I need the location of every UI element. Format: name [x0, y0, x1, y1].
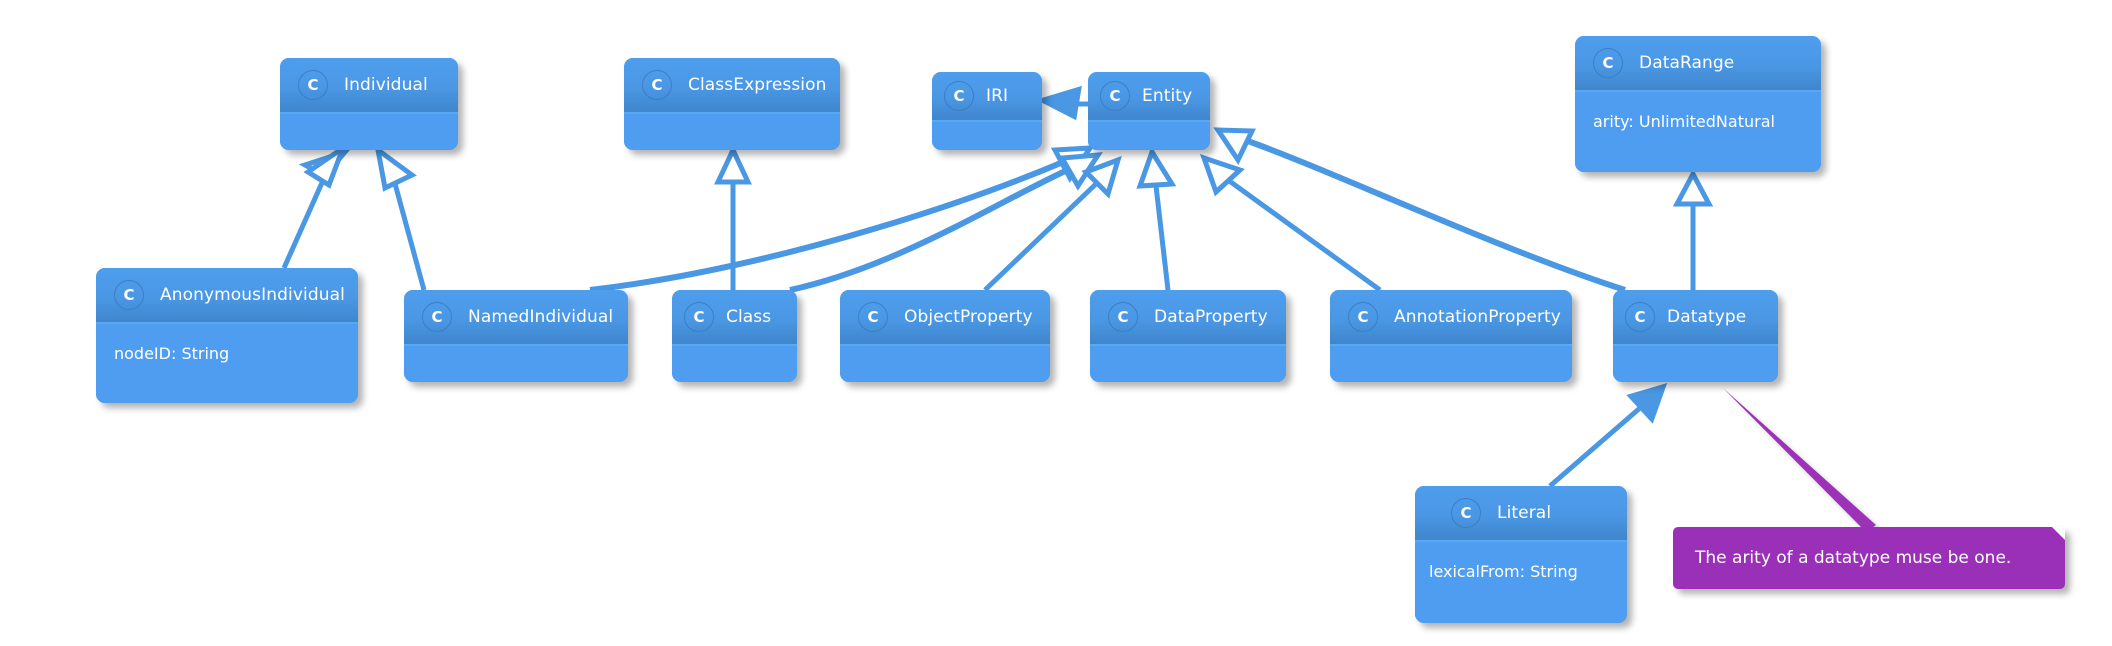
class-attribute: lexicalFrom: String	[1429, 562, 1578, 581]
edge-datatype-datarange[interactable]	[1672, 168, 1714, 290]
class-header: C Class	[672, 290, 797, 346]
class-box-annotationproperty[interactable]: C AnnotationProperty	[1330, 290, 1572, 382]
class-header: C Literal	[1415, 486, 1627, 542]
edge-annotationproperty-entity[interactable]	[1199, 154, 1382, 293]
edge-datatype-entity[interactable]	[1213, 127, 1626, 293]
edge-class-classexpression[interactable]	[714, 144, 752, 290]
class-name-label: NamedIndividual	[468, 307, 614, 327]
class-stereotype-icon: C	[114, 280, 144, 310]
class-box-literal[interactable]: C Literal lexicalFrom: String	[1415, 486, 1627, 623]
class-name-label: DataRange	[1639, 53, 1735, 73]
class-stereotype-icon: C	[1108, 302, 1138, 332]
edge-dataproperty-entity[interactable]	[1136, 146, 1177, 291]
class-header: C AnnotationProperty	[1330, 290, 1572, 346]
class-attributes-compartment	[840, 346, 1050, 382]
class-attributes-compartment	[1613, 346, 1778, 382]
class-header: C DataProperty	[1090, 290, 1286, 346]
class-box-individual[interactable]: C Individual	[280, 58, 458, 150]
class-box-classexpression[interactable]: C ClassExpression	[624, 58, 840, 150]
class-attribute: arity: UnlimitedNatural	[1593, 112, 1775, 131]
class-header: C ObjectProperty	[840, 290, 1050, 346]
class-box-class[interactable]: C Class	[672, 290, 797, 382]
class-box-datarange[interactable]: C DataRange arity: UnlimitedNatural	[1575, 36, 1821, 172]
edge-namedindividual-entity[interactable]	[589, 145, 1095, 293]
class-stereotype-icon: C	[684, 302, 714, 332]
note-fold-corner	[2052, 527, 2065, 540]
class-stereotype-icon: C	[298, 70, 328, 100]
class-attributes-compartment	[1090, 346, 1286, 382]
class-header: C IRI	[932, 72, 1042, 122]
edge-namedindividual-individual[interactable]	[374, 144, 427, 291]
edge-entity-iri[interactable]	[1036, 85, 1088, 121]
class-header: C DataRange	[1575, 36, 1821, 92]
class-stereotype-icon: C	[1451, 498, 1481, 528]
class-name-label: AnonymousIndividual	[160, 285, 345, 305]
class-name-label: IRI	[986, 86, 1009, 106]
class-header: C Datatype	[1613, 290, 1778, 346]
note-text: The arity of a datatype muse be one.	[1695, 548, 2012, 568]
class-box-dataproperty[interactable]: C DataProperty	[1090, 290, 1286, 382]
class-attributes-compartment: nodeID: String	[96, 324, 358, 403]
class-stereotype-icon: C	[1593, 48, 1623, 78]
class-name-label: Individual	[344, 75, 428, 95]
class-name-label: ClassExpression	[688, 75, 827, 95]
class-stereotype-icon: C	[1100, 81, 1130, 111]
class-stereotype-icon: C	[944, 81, 974, 111]
class-attributes-compartment	[672, 346, 797, 382]
class-name-label: Entity	[1142, 86, 1193, 106]
class-box-namedindividual[interactable]: C NamedIndividual	[404, 290, 628, 382]
class-box-anonymousindividual[interactable]: C AnonymousIndividual nodeID: String	[96, 268, 358, 403]
class-attribute: nodeID: String	[114, 344, 230, 363]
class-name-label: AnnotationProperty	[1394, 307, 1561, 327]
class-stereotype-icon: C	[1348, 302, 1378, 332]
edge-anonymousindividual-individual[interactable]	[281, 141, 353, 270]
class-name-label: Class	[726, 307, 772, 327]
class-stereotype-icon: C	[858, 302, 888, 332]
class-box-iri[interactable]: C IRI	[932, 72, 1042, 150]
class-name-label: DataProperty	[1154, 307, 1268, 327]
class-attributes-compartment	[404, 346, 628, 382]
class-header: C NamedIndividual	[404, 290, 628, 346]
class-attributes-compartment	[624, 114, 840, 150]
edge-note-datatype	[1723, 388, 1876, 532]
class-box-objectproperty[interactable]: C ObjectProperty	[840, 290, 1050, 382]
class-attributes-compartment	[1330, 346, 1572, 382]
class-header: C AnonymousIndividual	[96, 268, 358, 324]
class-header: C ClassExpression	[624, 58, 840, 114]
class-header: C Individual	[280, 58, 458, 114]
class-stereotype-icon: C	[422, 302, 452, 332]
class-attributes-compartment	[280, 114, 458, 150]
class-box-datatype[interactable]: C Datatype	[1613, 290, 1778, 382]
note-arity-constraint[interactable]: The arity of a datatype muse be one.	[1673, 527, 2065, 589]
class-attributes-compartment	[932, 122, 1042, 150]
class-stereotype-icon: C	[642, 70, 672, 100]
class-name-label: Datatype	[1667, 307, 1747, 327]
class-attributes-compartment	[1088, 122, 1210, 150]
class-stereotype-icon: C	[1625, 302, 1655, 332]
class-name-label: ObjectProperty	[904, 307, 1033, 327]
edge-literal-datatype[interactable]	[1548, 382, 1668, 488]
edge-objectproperty-entity[interactable]	[983, 155, 1122, 292]
edge-class-entity[interactable]	[789, 152, 1103, 293]
class-header: C Entity	[1088, 72, 1210, 122]
class-attributes-compartment: arity: UnlimitedNatural	[1575, 92, 1821, 172]
class-attributes-compartment: lexicalFrom: String	[1415, 542, 1627, 623]
class-name-label: Literal	[1497, 503, 1552, 523]
class-box-entity[interactable]: C Entity	[1088, 72, 1210, 150]
